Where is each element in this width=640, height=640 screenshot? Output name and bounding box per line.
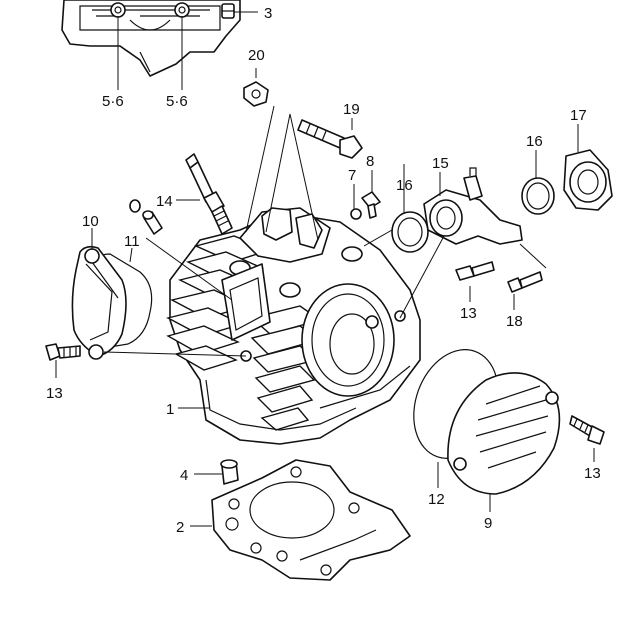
cover-bolt-right[interactable]	[569, 415, 605, 445]
cylinder-head-cover[interactable]	[61, 0, 241, 77]
small-bolt[interactable]	[361, 191, 381, 219]
sealing-washer[interactable]	[350, 208, 362, 220]
callout-12: 12	[428, 491, 445, 508]
callout-16-left: 16	[396, 177, 413, 194]
cap-nut[interactable]	[243, 81, 269, 107]
callout-5-6-right: 5·6	[166, 93, 188, 110]
callout-15: 15	[432, 155, 449, 172]
side-cover[interactable]	[447, 372, 561, 495]
insulator-oring-right[interactable]	[521, 177, 555, 215]
head-bolt[interactable]	[297, 119, 363, 159]
callout-17: 17	[570, 107, 587, 124]
small-washer[interactable]	[129, 199, 141, 213]
intake-stud[interactable]	[507, 271, 543, 293]
carburetor-holder[interactable]	[563, 149, 613, 211]
callout-19: 19	[343, 101, 360, 118]
callout-13-left: 13	[46, 385, 63, 402]
callout-8: 8	[366, 153, 374, 170]
callout-16-right: 16	[526, 133, 543, 150]
callout-11: 11	[124, 233, 140, 250]
spark-plug[interactable]	[185, 153, 233, 235]
small-dowel[interactable]	[142, 210, 163, 235]
callout-13-right: 13	[584, 465, 601, 482]
callout-4: 4	[180, 467, 188, 484]
tappet-cover[interactable]	[71, 245, 127, 360]
cylinder-head[interactable]	[166, 207, 421, 445]
leader-lines	[55, 11, 595, 527]
callout-1: 1	[166, 401, 174, 418]
callout-3: 3	[264, 5, 272, 22]
intake-bolt[interactable]	[455, 261, 495, 281]
callout-14: 14	[156, 193, 173, 210]
callout-2: 2	[176, 519, 184, 536]
callout-5-6-left: 5·6	[102, 93, 124, 110]
breather-bolt[interactable]	[221, 3, 235, 19]
intake-pipe[interactable]	[423, 167, 523, 245]
callout-labels: 3 5·6 5·6 20 19 7 8 16 15 16 17 14 10 11…	[46, 5, 601, 536]
head-gasket[interactable]	[211, 459, 411, 581]
callout-9: 9	[484, 515, 492, 532]
callout-7: 7	[348, 167, 356, 184]
callout-10: 10	[82, 213, 99, 230]
callout-13-middle: 13	[460, 305, 477, 322]
callout-18: 18	[506, 313, 523, 330]
callout-20: 20	[248, 47, 265, 64]
dowel-pin[interactable]	[220, 459, 239, 485]
cover-bolt-left[interactable]	[45, 343, 81, 361]
insulator-oring-left[interactable]	[391, 211, 429, 253]
